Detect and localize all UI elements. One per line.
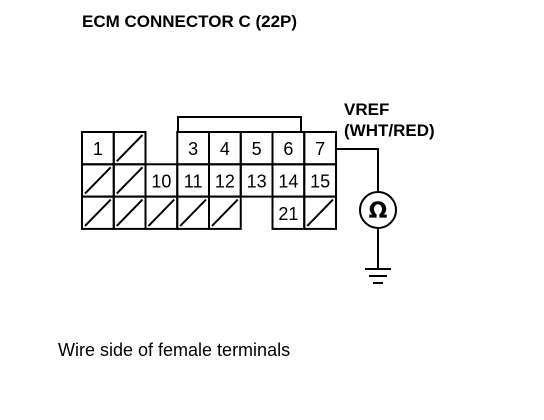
terminal-cell [112, 131, 147, 166]
unused-terminal-slash [147, 198, 175, 227]
terminal-number: 1 [93, 139, 103, 159]
terminal-number: 21 [278, 204, 298, 224]
connector-lock-tab [177, 116, 302, 132]
terminal-cell [303, 195, 337, 230]
terminal-cell: 5 [239, 131, 274, 166]
terminal-cell [112, 163, 147, 198]
terminal-number: 13 [247, 171, 267, 191]
terminal-number: 5 [252, 139, 262, 159]
terminal-cell: 15 [303, 163, 337, 198]
terminal-cell: 13 [239, 163, 274, 198]
terminal-cell [144, 195, 179, 230]
terminal-number: 14 [278, 171, 298, 191]
terminal-cell: 4 [208, 131, 242, 166]
terminal-number: 11 [184, 171, 203, 191]
terminal-cell: 7 [303, 131, 337, 166]
terminal-cell: 6 [271, 131, 306, 166]
terminal-number: 6 [283, 139, 293, 159]
terminal-cell [208, 195, 242, 230]
ground-icon [365, 268, 391, 284]
terminal-cell [81, 163, 115, 198]
terminal-cell: 3 [176, 131, 210, 166]
terminal-cell: 12 [208, 163, 242, 198]
terminal-cell [176, 195, 210, 230]
unused-terminal-slash [84, 198, 112, 227]
terminal-cell: 14 [271, 163, 306, 198]
terminal-number: 3 [188, 139, 198, 159]
terminal-cell: 1 [81, 131, 115, 166]
signal-name-label: VREF [344, 100, 389, 119]
unused-terminal-slash [116, 166, 144, 195]
terminal-number: 10 [151, 171, 171, 191]
unused-terminal-slash [306, 198, 334, 227]
unused-terminal-slash [179, 198, 207, 227]
terminal-cell: 21 [271, 195, 306, 230]
wire-color-label: (WHT/RED) [344, 121, 435, 140]
terminal-number: 7 [315, 139, 325, 159]
terminal-cell [81, 195, 115, 230]
connector-title: ECM CONNECTOR C (22P) [82, 12, 298, 31]
terminal-cell [112, 195, 147, 230]
unused-terminal-slash [211, 198, 239, 227]
terminal-cell: 10 [144, 163, 179, 198]
diagram-caption: Wire side of female terminals [58, 340, 291, 360]
terminal-number: 15 [310, 171, 330, 191]
terminal-number: 4 [220, 139, 230, 159]
unused-terminal-slash [116, 134, 144, 162]
test-lead-wire [336, 148, 379, 191]
unused-terminal-slash [84, 166, 112, 195]
terminal-cell: 11 [176, 163, 210, 198]
unused-terminal-slash [116, 198, 144, 227]
ohm-symbol: Ω [369, 199, 388, 224]
terminal-number: 12 [215, 171, 235, 191]
